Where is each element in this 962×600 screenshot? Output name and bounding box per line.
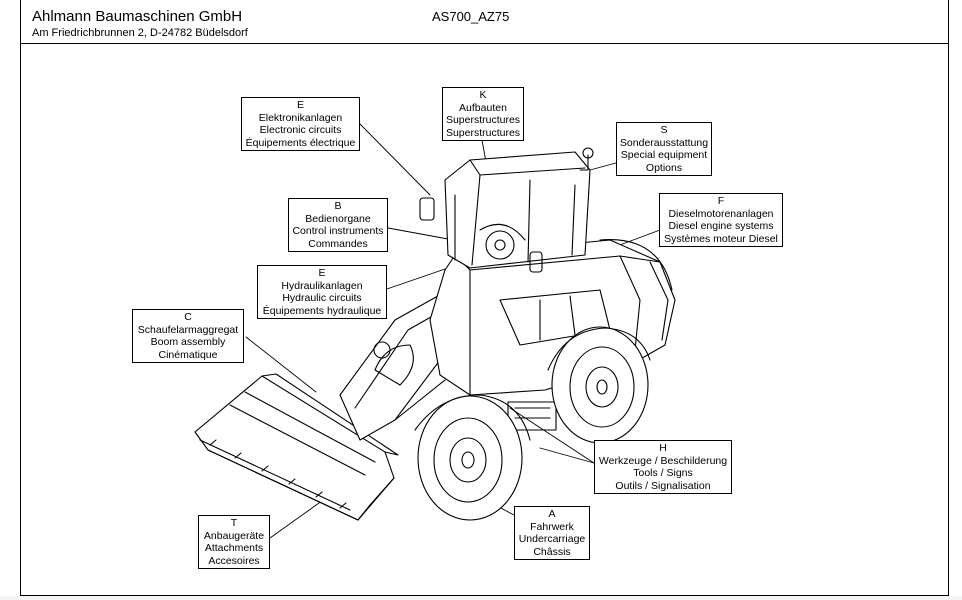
company-address: Am Friedrichbrunnen 2, D-24782 Büdelsdor… [32,27,248,39]
callout-e-hydraulic: E Hydraulikanlagen Hydraulic circuits Éq… [257,265,387,319]
callout-label-de: Werkzeuge / Beschilderung [598,454,728,467]
callout-code: S [660,124,668,136]
callout-code: F [717,195,725,207]
bottom-strip [0,596,962,600]
callout-code: B [334,200,342,212]
callout-label-fr: Cinématique [158,348,218,361]
callout-code: C [184,311,192,323]
callout-label-fr: Équipements électrique [245,136,356,149]
callout-label-fr: Outils / Signalisation [615,479,711,492]
callout-label-de: Sonderausstattung [619,136,709,149]
callout-label-en: Diesel engine systems [668,220,774,232]
callout-label-en: Tools / Signs [633,467,693,479]
callout-label-de: Anbaugeräte [203,529,265,542]
callout-t-attachments: T Anbaugeräte Attachments Accesoires [198,515,270,569]
callout-label-fr: Systèmes moteur Diesel [664,232,778,245]
callout-code: T [230,517,238,529]
callout-label-de: Dieselmotorenanlagen [668,207,774,220]
bucket [194,373,399,521]
callout-label-de: Schaufelarmaggregat [137,323,239,336]
callout-label-en: Special equipment [620,149,708,161]
callout-label-de: Hydraulikanlagen [281,279,363,292]
callout-label-fr: Superstructures [445,126,521,139]
title-block: Ahlmann Baumaschinen GmbH Am Friedrichbr… [20,0,949,44]
front-wheel [417,395,523,521]
callout-label-fr: Équipements hydraulique [262,304,382,317]
callout-code: K [479,89,487,101]
callout-a-undercarriage: A Fahrwerk Undercarriage Châssis [514,506,590,560]
callout-label-en: Hydraulic circuits [282,292,362,304]
callout-code: E [296,99,304,111]
callout-label-en: Superstructures [445,114,521,126]
callout-label-en: Electronic circuits [259,124,342,136]
callout-label-de: Bedienorgane [305,212,371,225]
callout-e-electronic: E Elektronikanlagen Electronic circuits … [241,97,360,151]
callout-label-en: Boom assembly [150,336,226,348]
model-number: AS700_AZ75 [432,9,510,24]
callout-s-special-equipment: S Sonderausstattung Special equipment Op… [616,122,712,176]
callout-code: E [318,267,326,279]
callout-label-en: Attachments [204,542,264,554]
page-frame [20,0,949,596]
callout-label-en: Undercarriage [518,533,586,545]
company-name: Ahlmann Baumaschinen GmbH [32,8,243,25]
callout-code: H [659,442,667,454]
callout-label-fr: Accesoires [208,554,260,567]
callout-label-de: Elektronikanlagen [258,111,343,124]
callout-code: A [548,508,556,520]
rear-wheel [551,326,649,444]
callout-label-fr: Commandes [308,237,368,250]
wheel-arches [414,327,651,441]
callout-b-controls: B Bedienorgane Control instruments Comma… [288,198,388,252]
callout-label-de: Aufbauten [459,101,507,114]
callout-h-tools-signs: H Werkzeuge / Beschilderung Tools / Sign… [594,440,732,494]
callout-label-en: Control instruments [292,225,384,237]
cab [419,147,594,273]
callout-label-de: Fahrwerk [530,520,574,533]
callout-label-fr: Châssis [533,545,571,558]
callout-c-boom-assembly: C Schaufelarmaggregat Boom assembly Ciné… [132,309,244,363]
callout-label-fr: Options [645,161,683,174]
callout-f-diesel-engine: F Dieselmotorenanlagen Diesel engine sys… [659,193,783,247]
callout-k-superstructures: K Aufbauten Superstructures Superstructu… [442,87,524,141]
